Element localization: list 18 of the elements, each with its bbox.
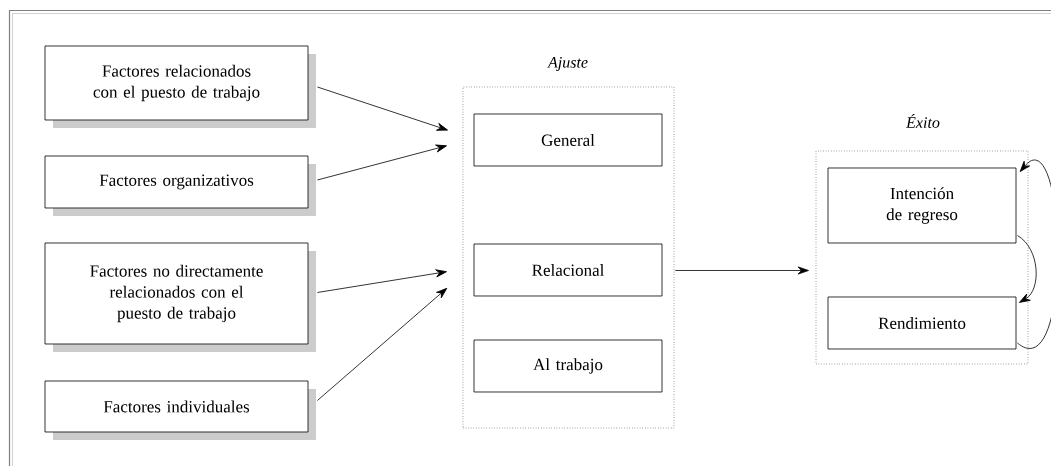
process-box: Relacional [473,243,663,297]
process-box: Rendimiento [827,296,1017,350]
shadowed-box: Factores relacionados con el puesto de trabajo [44,45,316,128]
shadowed-box: Factores no directamente relacionados con el puesto de trabajo [44,242,316,352]
arrow [674,266,809,275]
node-label: Éxito [905,114,940,128]
arrow [317,86,448,131]
shadowed-box: Factores individuales [44,380,316,440]
node-label: Ajuste [547,57,588,71]
process-box: Al trabajo [473,339,663,393]
arrow [317,287,448,401]
arrow [317,144,447,181]
process-box: General [473,113,663,167]
process-box: Intención de regreso [827,167,1017,244]
arrow [1017,235,1037,303]
arrow [1017,159,1051,349]
arrow [317,269,447,293]
shadowed-box: Factores organizativos [44,155,316,216]
